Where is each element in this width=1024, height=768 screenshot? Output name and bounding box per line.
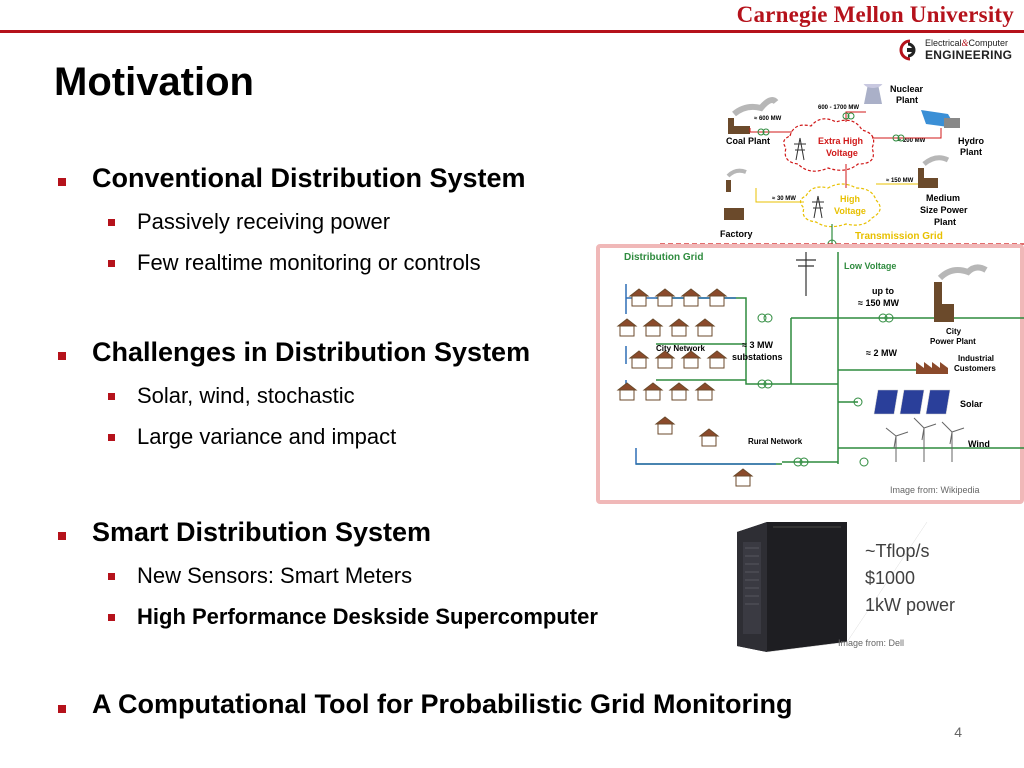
bullet-square [58, 705, 66, 713]
page-number: 4 [954, 724, 962, 740]
bullet-square [58, 532, 66, 540]
pylon-icon [794, 137, 806, 161]
image-credit: Image from: Wikipedia [890, 485, 980, 495]
mw-label: ≈ 150 MW [858, 298, 899, 308]
utility-pole-icon [796, 252, 816, 296]
list-item: High Performance Deskside Supercomputer [137, 604, 598, 629]
medium-plant-label-3: Plant [934, 217, 956, 227]
coal-plant-icon [728, 97, 779, 134]
extra-high-voltage-label: Extra High [818, 136, 863, 146]
mw-label: ≈ 600 MW [754, 116, 782, 122]
industrial-customers-label-2: Customers [954, 364, 996, 373]
supercomputer-image [737, 521, 928, 653]
transmission-section: Coal Plant Nuclear Plant Hydro Plant Ext… [660, 84, 1024, 249]
rural-network-label: Rural Network [748, 437, 803, 446]
bullet-square [108, 573, 115, 580]
page-title: Motivation [54, 60, 254, 104]
spec-line: ~Tflop/s [865, 541, 930, 561]
substations-label: substations [732, 352, 783, 362]
city-power-plant-icon [934, 264, 988, 322]
wind-turbines-icon [885, 417, 965, 462]
bullet-square [108, 434, 115, 441]
department-logo: Electrical&Computer ENGINEERING [893, 36, 1023, 64]
city-network-label: City Network [656, 344, 705, 353]
industrial-customers-icon [916, 362, 948, 374]
bullet-square [58, 352, 66, 360]
mw-label: ≈ 2 MW [866, 348, 897, 358]
wind-label: Wind [968, 439, 990, 449]
list-item: Passively receiving power [137, 209, 391, 234]
city-power-plant-label: City [946, 327, 962, 336]
section-heading: Smart Distribution System [92, 517, 432, 547]
transformer-symbols [757, 313, 894, 467]
section-heading: Conventional Distribution System [92, 163, 526, 193]
mw-label: ≈ 150 MW [886, 178, 914, 184]
houses-icon [617, 288, 753, 487]
bullet-square [108, 219, 115, 226]
extra-high-voltage-label-2: Voltage [826, 148, 858, 158]
university-logo: Carnegie Mellon University [736, 2, 1014, 27]
city-power-plant-label-2: Power Plant [930, 337, 976, 346]
hydro-plant-label-2: Plant [960, 147, 982, 157]
pylon-icon [812, 195, 824, 219]
header-rule [0, 30, 1024, 33]
nuclear-plant-label: Nuclear [890, 84, 924, 94]
ece-logo-icon [899, 39, 916, 61]
nuclear-plant-label-2: Plant [896, 95, 918, 105]
distribution-grid-label: Distribution Grid [624, 252, 703, 263]
coal-plant-label: Coal Plant [726, 136, 770, 146]
extra-high-voltage-cloud [783, 118, 875, 172]
high-voltage-cloud [799, 183, 881, 228]
bullet-square [58, 178, 66, 186]
department-name-line2: ENGINEERING [925, 48, 1013, 62]
transmission-grid-label: Transmission Grid [855, 231, 943, 242]
bullet-square [108, 393, 115, 400]
hydro-plant-icon [921, 110, 960, 128]
medium-plant-label: Medium [926, 193, 960, 203]
mw-label: ≈ 200 MW [898, 138, 926, 144]
industrial-customers-label: Industrial [958, 354, 994, 363]
factory-label: Factory [720, 229, 753, 239]
mw-label: ≈ 30 MW [772, 196, 796, 202]
nuclear-plant-icon [863, 84, 883, 104]
power-grid-diagram: Coal Plant Nuclear Plant Hydro Plant Ext… [596, 84, 1024, 504]
solar-panels-icon [873, 389, 951, 415]
spec-line: $1000 [865, 568, 916, 588]
mw-label: 600 - 1700 MW [818, 105, 859, 111]
section-heading: Challenges in Distribution System [92, 337, 531, 367]
list-item: Large variance and impact [137, 424, 397, 449]
solar-label: Solar [960, 399, 983, 409]
low-voltage-label: Low Voltage [844, 261, 896, 271]
supercomputer-specs: ~Tflop/s $1000 1kW power [865, 538, 955, 619]
list-item: Few realtime monitoring or controls [137, 250, 481, 275]
mw-label: up to [872, 286, 894, 296]
high-voltage-label-2: Voltage [834, 206, 866, 216]
spec-line: 1kW power [865, 595, 956, 615]
factory-icon [724, 168, 747, 220]
mw-label: ≈ 3 MW [742, 340, 773, 350]
hydro-plant-label: Hydro [958, 136, 985, 146]
image-credit-dell: Image from: Dell [838, 638, 905, 648]
medium-plant-icon [918, 155, 950, 188]
department-name-line1: Electrical&Computer [925, 38, 1009, 48]
list-item: New Sensors: Smart Meters [137, 563, 413, 588]
list-item: Solar, wind, stochastic [137, 383, 355, 408]
section-heading: A Computational Tool for Probabilistic G… [92, 689, 793, 719]
medium-plant-label-2: Size Power [920, 205, 968, 215]
high-voltage-label: High [840, 194, 860, 204]
bullet-square [108, 614, 115, 621]
bullet-square [108, 260, 115, 267]
